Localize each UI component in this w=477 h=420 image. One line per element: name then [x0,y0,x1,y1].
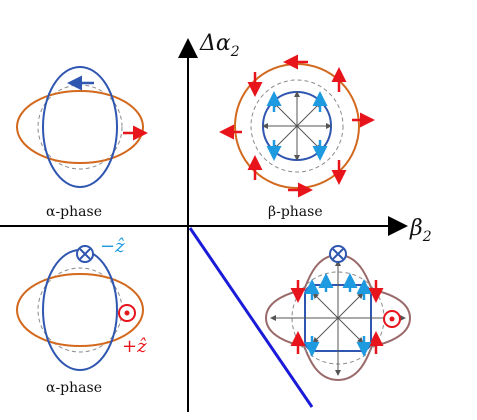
panel-bottom-right [264,245,412,382]
red-arrows [219,54,375,198]
out-of-page-icon [118,304,136,322]
cyan-arrows [266,91,328,161]
blue-ellipse [42,66,118,188]
red-arrows [290,280,384,354]
into-page-icon [329,245,347,263]
radial-arrows [270,260,406,376]
phase-boundary-line [188,227,314,408]
cyan-arrows [304,273,372,357]
phase-label: β-phase [268,204,323,220]
y-axis-label: Δα2 [199,31,240,60]
orange-ellipse [16,90,144,164]
axes [0,38,408,412]
panel-top-right: β-phase [219,54,375,220]
radial-arrows [262,91,332,161]
plus-z-label: +ẑ [122,336,147,357]
panel-bottom-left: −ẑ +ẑ α-phase [16,236,147,396]
reference-circle [37,267,123,353]
four-lobe-shape [264,253,412,382]
minus-z-label: −ẑ [100,236,125,257]
into-page-icon [76,245,94,263]
reference-circle [250,79,344,173]
phase-label: α-phase [46,380,102,396]
orange-ellipse [16,273,144,347]
phase-label: α-phase [46,204,102,220]
reference-circle [37,84,123,170]
x-axis-label: β2 [409,216,432,245]
out-of-page-icon [383,310,401,328]
panel-top-left: α-phase [16,66,148,220]
